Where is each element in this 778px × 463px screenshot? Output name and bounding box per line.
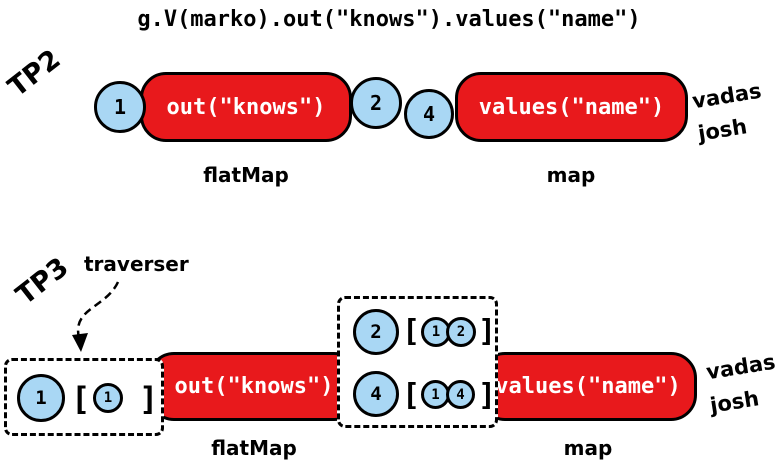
gremlin-query-title: g.V(marko).out("knows").values("name") [137, 7, 641, 32]
tp3-input-path-close-bracket: ] [139, 380, 159, 418]
tp3-mid4-path-open-bracket: [ [402, 378, 421, 413]
tp3-section-label: TP3 [10, 251, 75, 312]
tp2-flatmap-step-text: out("knows") [166, 94, 326, 120]
tp3-map-step: values("name") [479, 352, 697, 421]
tp2-map-caption: map [546, 163, 596, 187]
tp2-map-step-text: values("name") [478, 94, 665, 120]
tp3-output-vadas: vadas [704, 349, 778, 385]
tp2-flatmap-step: out("knows") [140, 72, 352, 142]
tp2-mid-traverser-2: 2 [350, 77, 402, 129]
tp2-output-vadas: vadas [690, 78, 764, 114]
tp3-flatmap-step-text: out("knows") [174, 374, 334, 399]
tp3-traverser-caption: traverser [84, 252, 189, 276]
tp3-mid2-path-close-bracket: ] [478, 314, 497, 349]
tp2-input-traverser: 1 [94, 81, 146, 133]
tp3-input-path-open-bracket: [ [71, 380, 91, 418]
tp2-section-label: TP2 [2, 43, 67, 104]
tp2-output-josh: josh [696, 114, 749, 146]
tp3-input-traverser-box: 1 [ 1 ] [4, 358, 164, 436]
tp3-flatmap-caption: flatMap [211, 436, 297, 460]
tp3-mid-traverser-2: 2 [353, 309, 399, 355]
tp2-map-step: values("name") [455, 72, 688, 142]
tp3-flatmap-step: out("knows") [148, 352, 360, 421]
tp3-mid4-path-element-4: 4 [446, 380, 475, 409]
tp3-map-step-text: values("name") [495, 374, 681, 399]
tp2-flatmap-caption: flatMap [203, 163, 289, 187]
tp2-mid-traverser-4: 4 [404, 89, 454, 139]
tp3-mid2-path-element-2: 2 [446, 317, 476, 347]
tp3-input-path-element-1: 1 [93, 383, 123, 413]
tp3-mid-traverser-4: 4 [353, 371, 399, 417]
tp3-mid4-path-close-bracket: ] [478, 378, 497, 413]
tp3-output-josh: josh [708, 386, 761, 418]
tp3-input-traverser: 1 [17, 374, 65, 422]
tp3-mid-traversers-box: 2 [ 1 2 ] 4 [ 1 4 ] [337, 296, 498, 428]
tp3-mid2-path-open-bracket: [ [402, 314, 421, 349]
tp3-map-caption: map [563, 436, 613, 460]
